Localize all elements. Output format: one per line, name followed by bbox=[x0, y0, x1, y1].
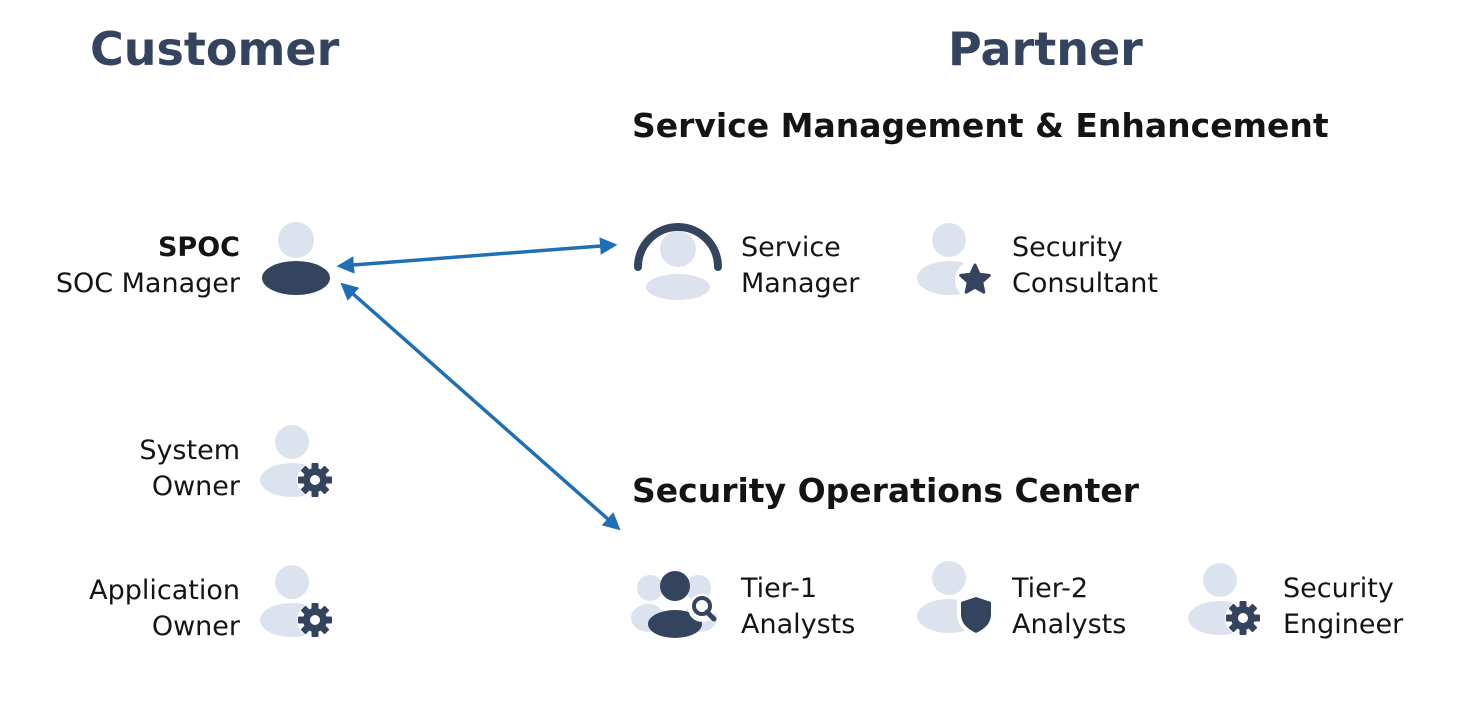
person-icon bbox=[262, 222, 330, 295]
person-gear-icon bbox=[260, 565, 333, 638]
spoc-label: SPOC SOC Manager bbox=[56, 230, 240, 302]
tier1-label-line2: Analysts bbox=[741, 609, 856, 640]
tier2-label-line1: Tier-2 bbox=[1012, 573, 1089, 604]
soc-section-title: Security Operations Center bbox=[632, 471, 1140, 510]
person-headset-icon bbox=[634, 223, 722, 300]
security-consultant-label: Security Consultant bbox=[1012, 230, 1158, 302]
spoc-service-manager-arrow bbox=[336, 237, 618, 274]
customer-column-title: Customer bbox=[90, 22, 340, 76]
spoc-label-line1: SPOC bbox=[157, 232, 240, 263]
security-engineer-label: Security Engineer bbox=[1283, 571, 1403, 643]
system-owner-label-line1: System bbox=[139, 435, 240, 466]
person-gear-icon bbox=[1188, 563, 1261, 636]
partner-column-title: Partner bbox=[948, 22, 1143, 76]
system-owner-label-line2: Owner bbox=[151, 471, 240, 502]
person-search-icon bbox=[631, 571, 717, 638]
person-gear-icon bbox=[260, 425, 333, 498]
service-manager-label-line1: Service bbox=[741, 232, 841, 263]
system-owner-label: System Owner bbox=[139, 433, 240, 505]
person-shield-icon bbox=[917, 561, 995, 637]
security-engineer-label-line1: Security bbox=[1283, 573, 1394, 604]
tier1-label-line1: Tier-1 bbox=[741, 573, 818, 604]
security-consultant-label-line2: Consultant bbox=[1012, 268, 1158, 299]
person-star-icon bbox=[917, 223, 995, 300]
application-owner-label-line2: Owner bbox=[151, 611, 240, 642]
tier2-label-line2: Analysts bbox=[1012, 609, 1127, 640]
security-engineer-label-line2: Engineer bbox=[1283, 609, 1404, 640]
application-owner-label-line1: Application bbox=[89, 575, 240, 606]
spoc-label-line2: SOC Manager bbox=[55, 268, 240, 299]
security-consultant-label-line1: Security bbox=[1012, 232, 1123, 263]
tier2-label: Tier-2 Analysts bbox=[1012, 571, 1126, 643]
service-management-section-title: Service Management & Enhancement bbox=[632, 106, 1329, 145]
application-owner-label: Application Owner bbox=[89, 573, 240, 645]
spoc-soc-arrow bbox=[340, 282, 621, 531]
tier1-label: Tier-1 Analysts bbox=[741, 571, 855, 643]
service-manager-label: Service Manager bbox=[741, 230, 859, 302]
service-manager-label-line2: Manager bbox=[741, 268, 860, 299]
